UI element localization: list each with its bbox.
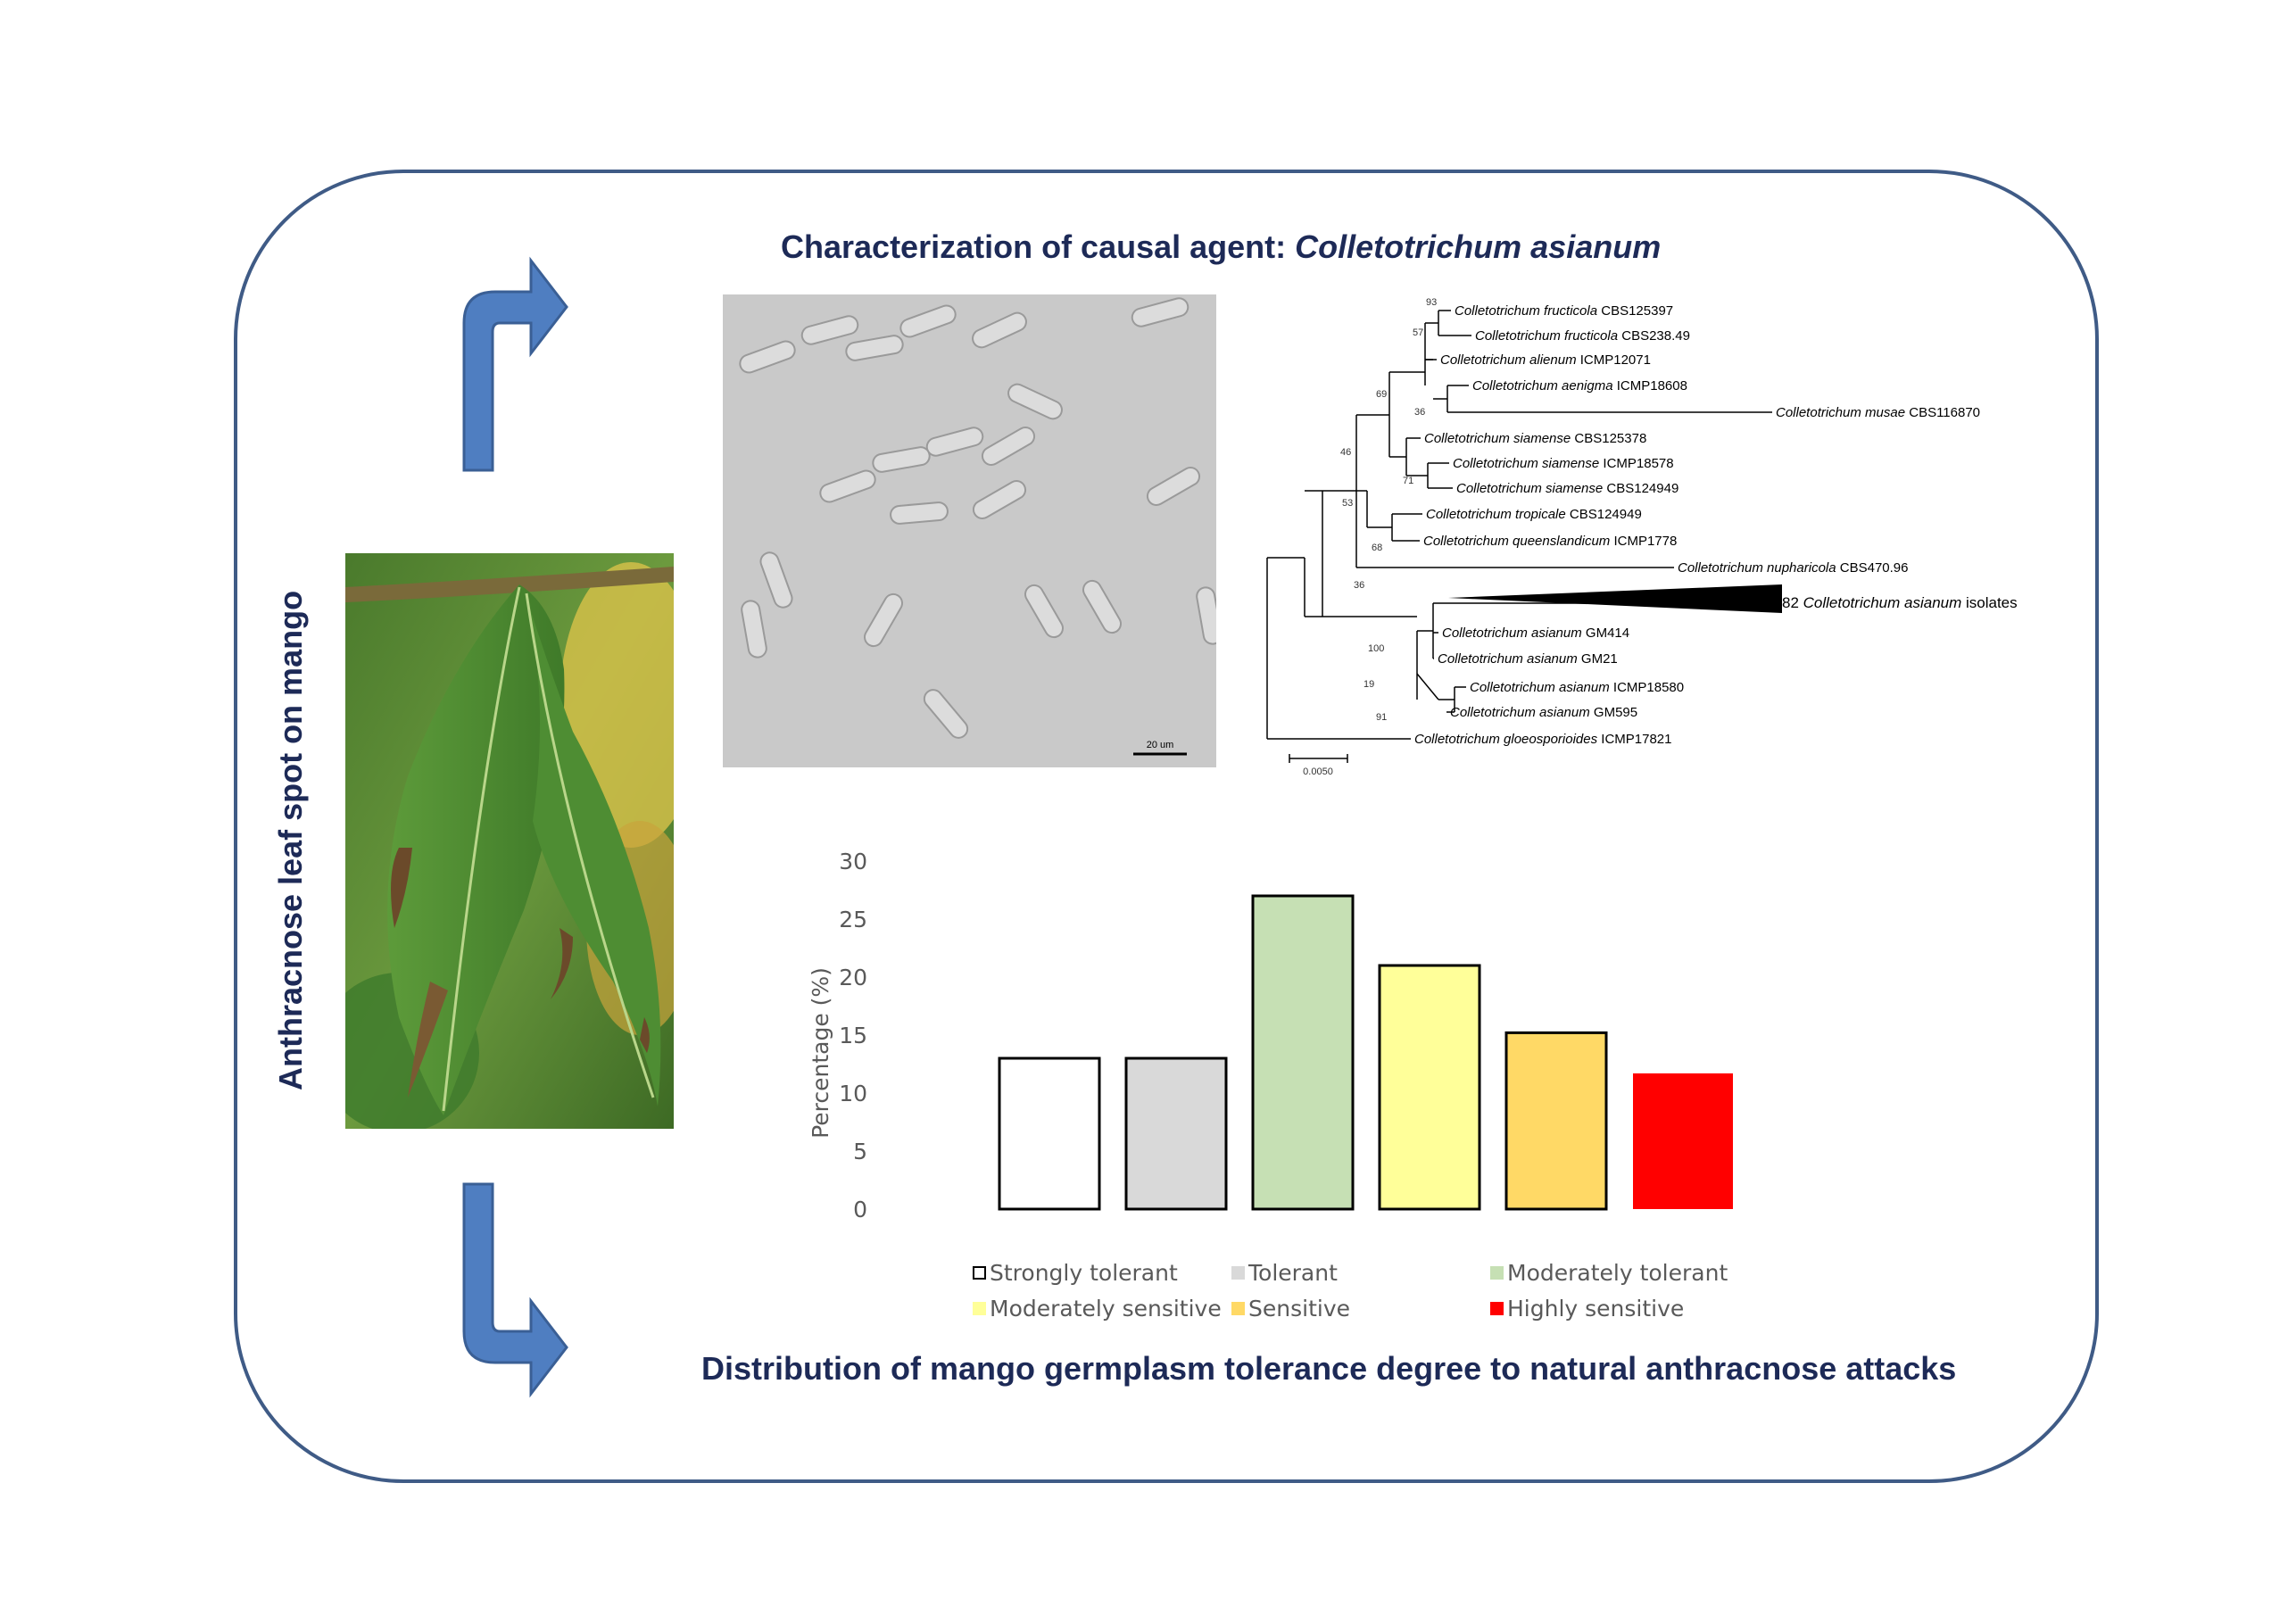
tree-taxon-label: Colletotrichum siamense CBS124949 [1456,481,1678,496]
conidium [872,446,931,473]
bottom-title: Distribution of mango germplasm toleranc… [701,1350,1957,1387]
tree-taxon-label: Colletotrichum musae CBS116870 [1776,405,1980,420]
tree-taxon-label: Colletotrichum asianum GM21 [1438,651,1618,667]
tree-taxon-label: Colletotrichum siamense CBS125378 [1424,431,1646,446]
chart-legend: Strongly tolerant Tolerant Moderately tole… [973,1260,1776,1331]
scale-bar-label: 20 um [1147,740,1174,750]
conidium [1082,579,1122,634]
side-label: Anthracnose leaf spot on mango [272,590,309,1090]
mango-leaf-photo [345,553,674,1129]
conidium [890,501,949,525]
conidium [972,311,1027,349]
legend-label: Tolerant [1248,1260,1338,1286]
tree-taxon-label: Colletotrichum aenigma ICMP18608 [1472,378,1687,394]
tolerance-bar-chart: 0 5 10 15 20 25 30 Percentage (%) [808,849,1733,1222]
bar-moderately-tolerant [1251,894,1355,1211]
tree-taxon-label: Colletotrichum alienum ICMP12071 [1440,352,1651,368]
conidium [923,689,969,739]
bootstrap-value: 57 [1413,327,1423,338]
bootstrap-value: 69 [1376,389,1387,400]
bootstrap-value: 19 [1364,679,1374,690]
tree-taxon-label: Colletotrichum fructicola CBS125397 [1455,303,1673,319]
y-tick-label: 15 [839,1023,867,1048]
curved-arrow-up-icon [462,256,568,472]
legend-item: Moderately tolerant [1490,1260,1728,1286]
bar-highly-sensitive [1633,1073,1733,1209]
bar-strongly-tolerant [998,1056,1101,1211]
bar-sensitive [1504,1031,1608,1211]
legend-label: Sensitive [1248,1296,1350,1322]
conidium [972,480,1027,519]
conidium [1146,467,1201,506]
tree-taxon-label: Colletotrichum queenslandicum ICMP1778 [1423,534,1677,549]
conidium [800,315,859,345]
legend-item: Strongly tolerant [973,1260,1178,1286]
legend-item: Tolerant [1231,1260,1338,1286]
tree-taxon-label: Colletotrichum siamense ICMP18578 [1453,456,1674,471]
bootstrap-value: 36 [1354,580,1364,591]
bootstrap-value: 46 [1340,447,1351,458]
bootstrap-value: 68 [1372,543,1382,553]
conidium [899,304,957,338]
y-axis-label: Percentage (%) [808,967,833,1139]
tree-scale-label: 0.0050 [1303,766,1333,777]
bootstrap-value: 36 [1414,407,1425,418]
bootstrap-value: 53 [1342,498,1353,509]
tree-taxon-label: Colletotrichum asianum GM595 [1450,705,1637,720]
conidium [741,600,767,659]
legend-label: Moderately sensitive [990,1296,1222,1322]
conidium [1131,297,1189,327]
conidia-micrograph: 20 um [723,294,1216,767]
curved-arrow-down-icon [462,1182,568,1398]
legend-item: Highly sensitive [1490,1296,1684,1322]
conidium [1196,586,1216,645]
y-tick-label: 25 [839,907,867,932]
top-title: Characterization of causal agent: Collet… [781,228,1662,265]
legend-swatch [1231,1302,1245,1315]
tree-taxon-label: Colletotrichum asianum ICMP18580 [1470,680,1684,695]
tree-taxon-label: Colletotrichum fructicola CBS238.49 [1475,328,1690,344]
conidium [819,469,876,503]
tree-taxon-label: Colletotrichum nupharicola CBS470.96 [1678,560,1909,576]
conidium [759,551,793,609]
conidium [845,335,904,361]
tree-taxon-label: Colletotrichum gloeosporioides ICMP17821 [1414,732,1672,747]
legend-label: Highly sensitive [1507,1296,1685,1322]
bar-moderately-sensitive [1378,964,1481,1211]
legend-item: Moderately sensitive [973,1296,1222,1322]
conidium [1024,584,1064,639]
bootstrap-value: 91 [1376,712,1387,723]
y-tick-label: 0 [853,1197,867,1222]
legend-swatch [1231,1266,1245,1280]
legend-swatch [973,1302,986,1315]
y-tick-label: 10 [839,1081,867,1106]
bar-tolerant [1124,1056,1228,1211]
rounded-frame [234,170,2099,1483]
collapsed-clade-triangle [1448,584,1782,613]
y-tick-label: 20 [839,965,867,990]
conidium [864,592,903,648]
y-tick-label: 5 [853,1139,867,1164]
bootstrap-value: 93 [1426,297,1437,308]
legend-label: Moderately tolerant [1507,1260,1728,1286]
bootstrap-value: 100 [1368,643,1384,654]
tree-taxon-label: Colletotrichum asianum GM414 [1442,626,1629,641]
tree-taxon-label: Colletotrichum tropicale CBS124949 [1426,507,1642,522]
bootstrap-value: 71 [1403,476,1413,486]
y-tick-label: 30 [839,849,867,874]
conidium [1007,383,1063,420]
legend-swatch [1490,1266,1504,1280]
conidium [981,427,1036,466]
conidium [739,340,796,374]
legend-swatch [1490,1302,1504,1315]
phylogenetic-tree: Colletotrichum fructicola CBS125397Colle… [1266,297,2018,777]
legend-swatch [973,1266,986,1280]
legend-item: Sensitive [1231,1296,1350,1322]
legend-label: Strongly tolerant [990,1260,1178,1286]
tree-taxon-label: 82 Colletotrichum asianum isolates [1782,594,2018,611]
